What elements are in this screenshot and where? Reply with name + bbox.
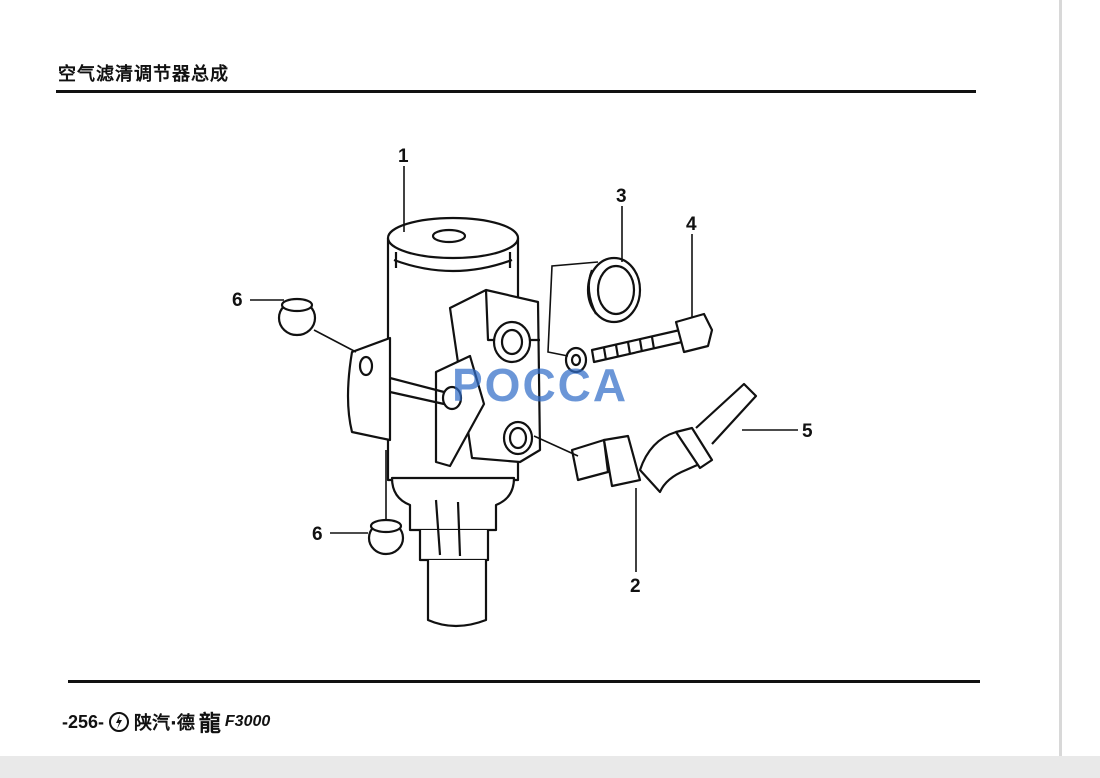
watermark: POCCA: [452, 359, 629, 411]
part-5-tube: [695, 382, 758, 445]
callout-2: 2: [630, 576, 641, 597]
callout-5: 5: [802, 421, 813, 442]
page-edge: [1059, 0, 1062, 778]
callout-1: 1: [398, 146, 409, 167]
callout-4: 4: [686, 214, 697, 235]
header-rule: [56, 90, 976, 93]
callout-3: 3: [616, 186, 627, 207]
footer: -256- 陕汽·德 龍 F3000: [62, 706, 270, 738]
page-title: 空气滤清调节器总成: [58, 64, 229, 85]
part-6-plug-bottom: [367, 518, 405, 556]
regulator-body: [346, 216, 542, 628]
page-number: -256-: [62, 711, 105, 732]
callout-6-top: 6: [232, 290, 243, 311]
callout-6-bottom: 6: [312, 524, 323, 545]
footer-rule: [68, 680, 980, 683]
part-4-bolt: [564, 312, 714, 374]
part-3-seal: [586, 256, 642, 324]
shaanxi-logo-icon: [109, 712, 130, 732]
brand-character: 龍: [198, 712, 221, 737]
scan-edge: [0, 756, 1100, 778]
brand-name: 陕汽·德: [134, 713, 195, 734]
part-2-connector: [570, 426, 714, 494]
part-6-plug-top: [277, 297, 317, 337]
model-name: F3000: [224, 713, 271, 730]
